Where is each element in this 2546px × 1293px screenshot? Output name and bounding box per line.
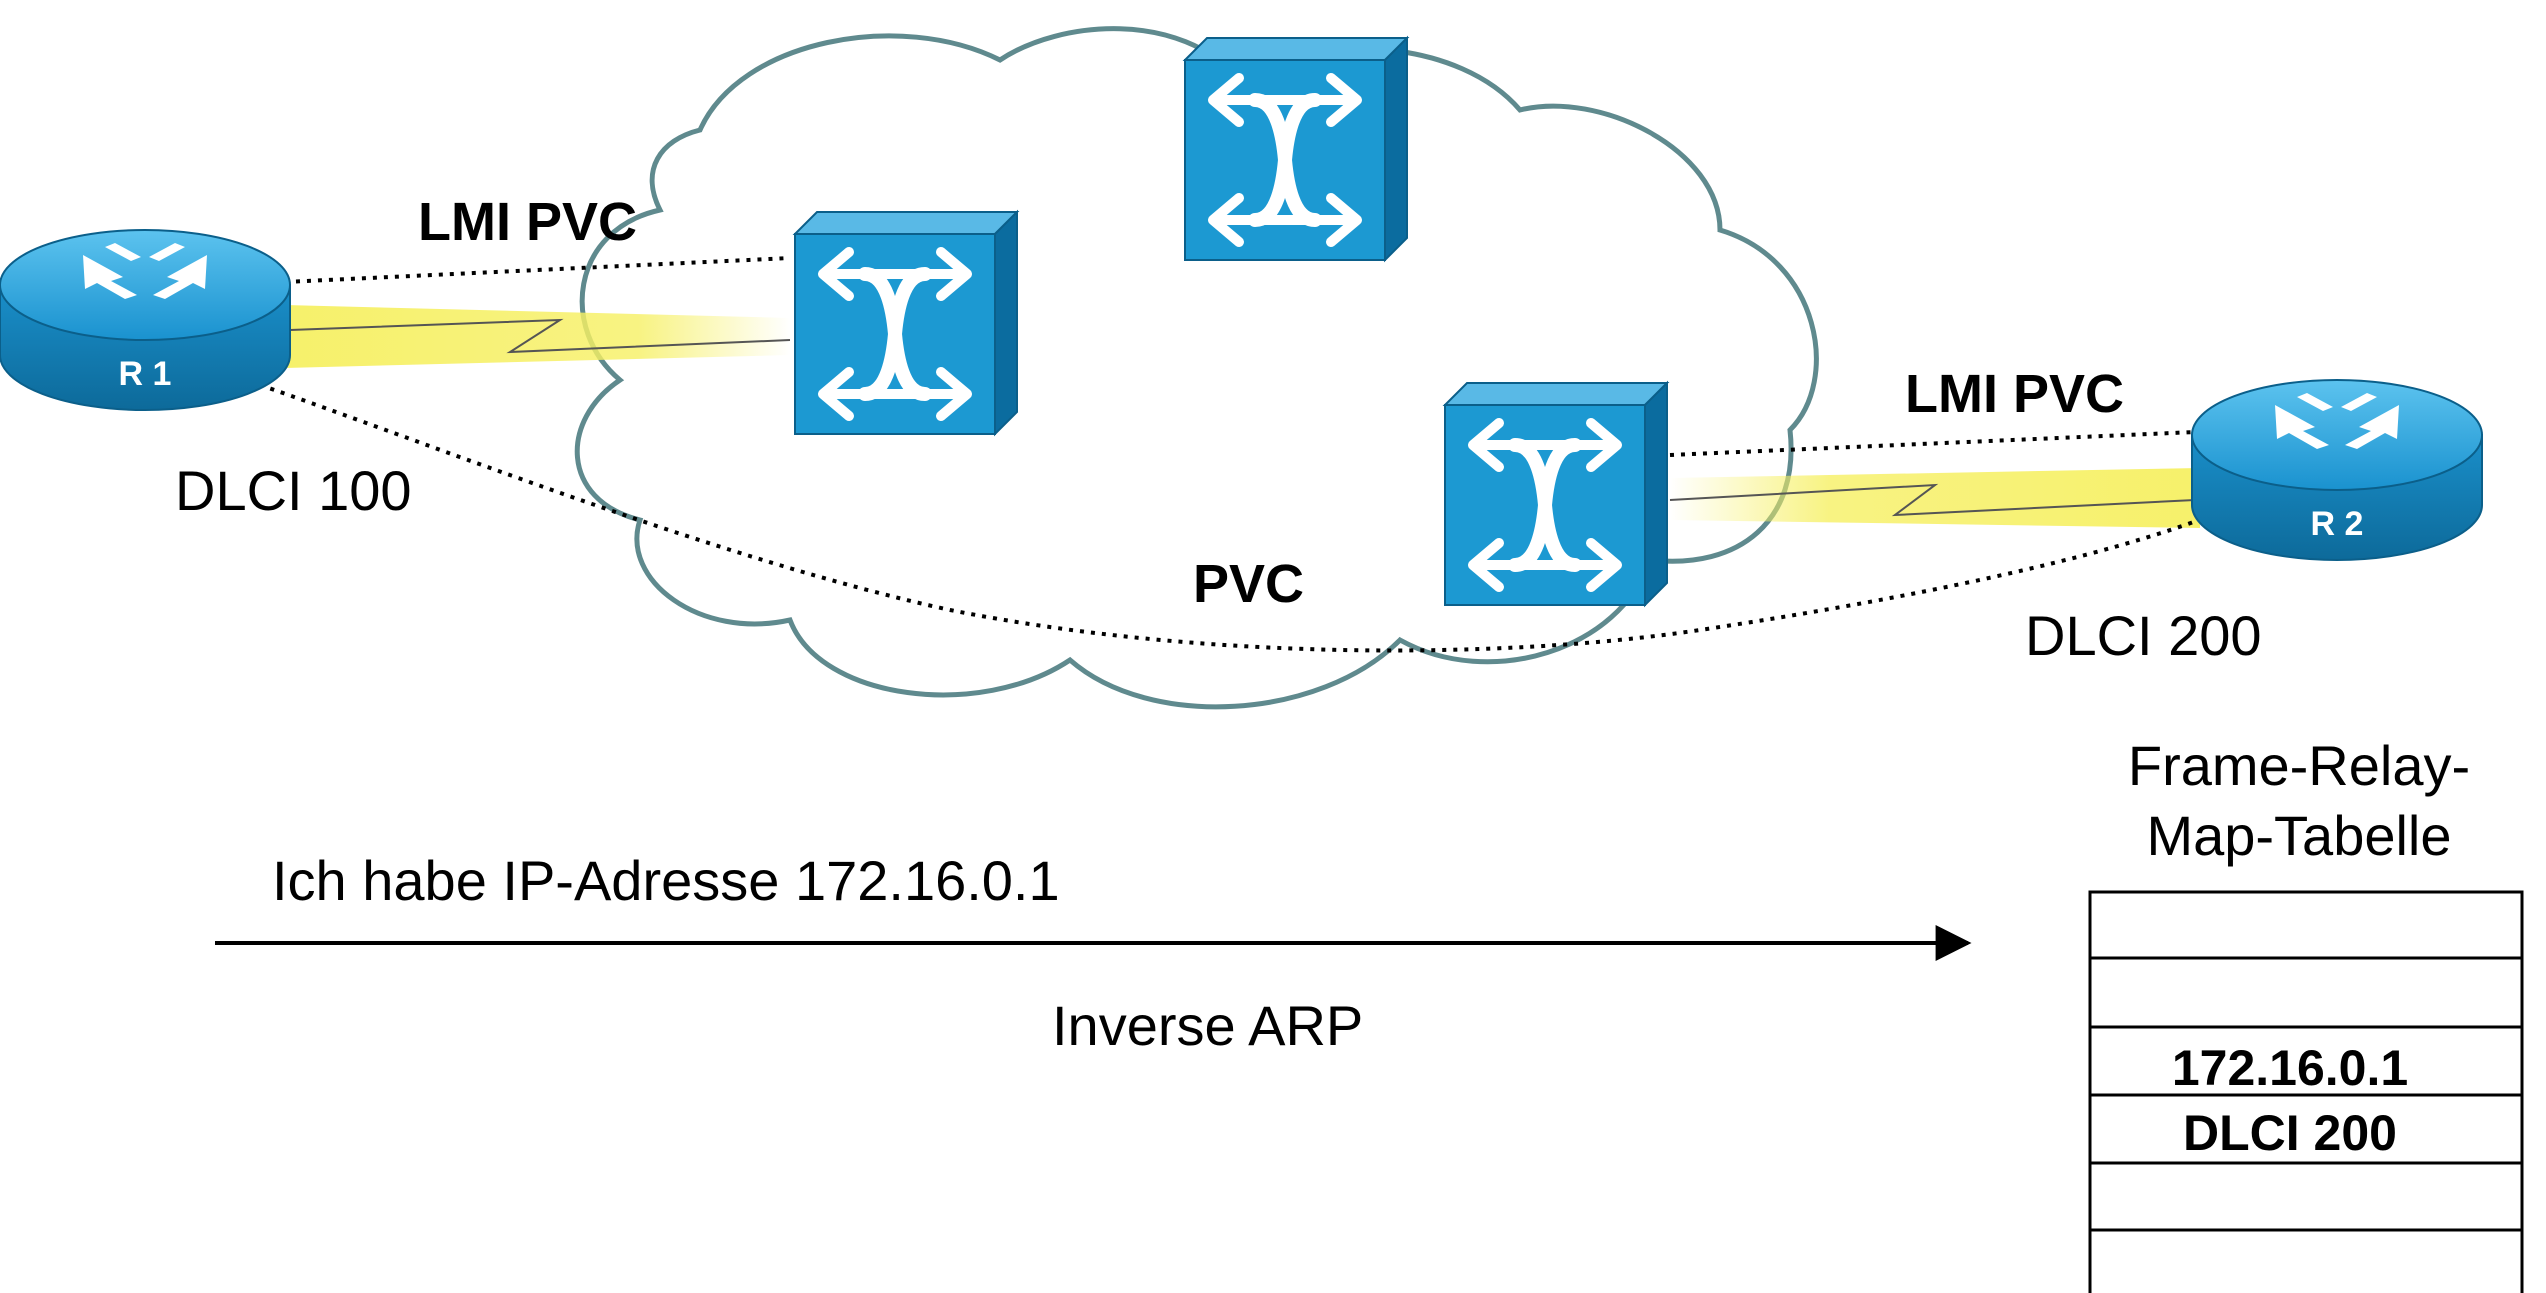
- map-table-title-line1: Frame-Relay-: [2128, 734, 2470, 797]
- router-r2: R 2: [2191, 379, 2483, 561]
- pvc-line: [259, 383, 2221, 653]
- serial-link-r2: [1669, 483, 2196, 517]
- lmi-line-r1: [284, 256, 791, 284]
- map-table: 172.16.0.1 DLCI 200: [2088, 890, 2524, 1293]
- frame-relay-switch-2: [1185, 38, 1407, 260]
- pvc-label: PVC: [1193, 554, 1304, 614]
- link-glow-r1: [285, 305, 790, 368]
- lmi-pvc-left-label: LMI PVC: [418, 192, 637, 252]
- map-table-ip: 172.16.0.1: [2172, 1040, 2408, 1096]
- lmi-pvc-right-label: LMI PVC: [1905, 364, 2124, 424]
- frame-relay-switch-3: [1445, 383, 1667, 605]
- frame-relay-switch-1: [795, 212, 1017, 434]
- router-r1: R 1: [0, 229, 291, 411]
- link-glow-r2: [1670, 468, 2200, 528]
- protocol-label: Inverse ARP: [1052, 994, 1363, 1057]
- dlci-right-label: DLCI 200: [2025, 604, 2262, 667]
- router-r2-label: R 2: [2311, 505, 2364, 543]
- message-label: Ich habe IP-Adresse 172.16.0.1: [272, 849, 1060, 912]
- map-table-dlci: DLCI 200: [2183, 1105, 2397, 1161]
- dlci-left-label: DLCI 100: [175, 459, 412, 522]
- serial-link-r1: [289, 318, 791, 354]
- router-r1-label: R 1: [119, 355, 172, 393]
- map-table-title-line2: Map-Tabelle: [2146, 804, 2451, 867]
